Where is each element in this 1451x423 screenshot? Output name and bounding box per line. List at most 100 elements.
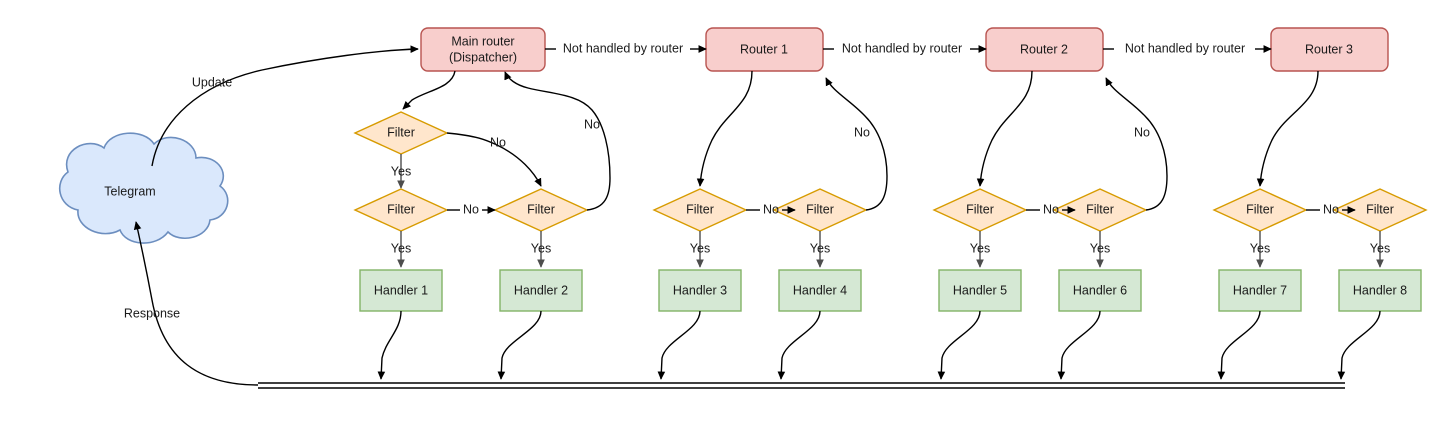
filter-top-1-label: Filter bbox=[387, 125, 415, 139]
edge-label-no-f: No bbox=[1043, 202, 1059, 216]
edge-filter6-yes-handler6: Yes bbox=[1090, 231, 1110, 268]
handler-4-label: Handler 4 bbox=[793, 283, 847, 297]
cloud-label: Telegram bbox=[104, 184, 155, 198]
edge-label-not-handled-3: Not handled by router bbox=[1125, 41, 1245, 55]
filter-2-label: Filter bbox=[527, 202, 555, 216]
router-1-label: Router 1 bbox=[740, 42, 788, 56]
filter-8-node[interactable]: Filter bbox=[1332, 188, 1428, 232]
cloud-shape bbox=[58, 132, 229, 244]
edge-label-no-e: No bbox=[854, 125, 870, 139]
handler-6-shape bbox=[1058, 269, 1142, 312]
handler-1-node[interactable]: Handler 1 bbox=[359, 269, 443, 312]
edge-filter1-no-filter2: No bbox=[447, 202, 496, 216]
edge-filtertop-yes: Yes bbox=[391, 154, 411, 189]
edge-label-no-b: No bbox=[463, 202, 479, 216]
edge-filter7-yes-handler7: Yes bbox=[1250, 231, 1270, 268]
handler-8-node[interactable]: Handler 8 bbox=[1338, 269, 1422, 312]
edge-label-not-handled-2: Not handled by router bbox=[842, 41, 962, 55]
edge-label-no-a: No bbox=[490, 135, 506, 149]
edge-router1-to-filter3 bbox=[696, 70, 753, 187]
edge-label-yes-7: Yes bbox=[1250, 241, 1270, 255]
edge-label-no-c: No bbox=[584, 117, 600, 131]
filter-2-node[interactable]: Filter bbox=[493, 188, 589, 232]
edge-handler4-to-bus bbox=[777, 310, 821, 380]
handler-3-node[interactable]: Handler 3 bbox=[658, 269, 742, 312]
edge-filter1-yes-handler1: Yes bbox=[391, 231, 411, 268]
edge-label-yes-4: Yes bbox=[810, 241, 830, 255]
filter-7-label: Filter bbox=[1246, 202, 1274, 216]
edge-label-yes-6: Yes bbox=[1090, 241, 1110, 255]
handler-6-label: Handler 6 bbox=[1073, 283, 1127, 297]
router-2-label: Router 2 bbox=[1020, 42, 1068, 56]
handler-8-shape bbox=[1338, 269, 1422, 312]
edge-filtertop-no: No bbox=[446, 132, 542, 187]
handler-7-label: Handler 7 bbox=[1233, 283, 1287, 297]
router-2-node[interactable]: Router 2 bbox=[985, 27, 1104, 72]
filter-8-label: Filter bbox=[1366, 202, 1394, 216]
main-router-label-line2: (Dispatcher) bbox=[449, 50, 517, 64]
edge-handler3-to-bus bbox=[657, 310, 701, 380]
router-1-node[interactable]: Router 1 bbox=[705, 27, 824, 72]
edge-handler1-to-bus bbox=[377, 310, 402, 380]
filter-4-label: Filter bbox=[806, 202, 834, 216]
filter-1-node[interactable]: Filter bbox=[353, 188, 449, 232]
filter-6-node[interactable]: Filter bbox=[1052, 188, 1148, 232]
edge-label-yes-1: Yes bbox=[391, 241, 411, 255]
edge-filter3-yes-handler3: Yes bbox=[690, 231, 710, 268]
handler-5-label: Handler 5 bbox=[953, 283, 1007, 297]
handler-1-label: Handler 1 bbox=[374, 283, 428, 297]
edge-label-response: Response bbox=[124, 306, 180, 320]
edge-label-yes-8: Yes bbox=[1370, 241, 1390, 255]
main-router-label-line1: Main router bbox=[451, 34, 514, 48]
filter-top-1-node[interactable]: Filter bbox=[353, 111, 449, 155]
edge-filter4-yes-handler4: Yes bbox=[810, 231, 830, 268]
filter-4-node[interactable]: Filter bbox=[772, 188, 868, 232]
edge-label-not-handled-1: Not handled by router bbox=[563, 41, 683, 55]
filter-7-node[interactable]: Filter bbox=[1212, 188, 1308, 232]
handler-5-shape bbox=[938, 269, 1022, 312]
edge-label-update: Update bbox=[192, 75, 232, 89]
filter-3-node[interactable]: Filter bbox=[652, 188, 748, 232]
edge-label-yes-top: Yes bbox=[391, 164, 411, 178]
router-3-node[interactable]: Router 3 bbox=[1270, 27, 1389, 72]
edge-label-no-g: No bbox=[1134, 125, 1150, 139]
handler-4-node[interactable]: Handler 4 bbox=[778, 269, 862, 312]
handler-1-shape bbox=[359, 269, 443, 312]
handler-2-node[interactable]: Handler 2 bbox=[499, 269, 583, 312]
edge-filter2-yes-handler2: Yes bbox=[531, 231, 551, 268]
edge-main-to-router1: Not handled by router bbox=[545, 41, 707, 55]
edge-response: Response bbox=[124, 221, 259, 386]
handler-5-node[interactable]: Handler 5 bbox=[938, 269, 1022, 312]
edge-router3-to-filter7 bbox=[1256, 70, 1319, 187]
filter-1-label: Filter bbox=[387, 202, 415, 216]
handler-7-node[interactable]: Handler 7 bbox=[1218, 269, 1302, 312]
handler-2-shape bbox=[499, 269, 583, 312]
response-bus bbox=[258, 382, 1345, 389]
edge-filter3-no-filter4: No bbox=[746, 202, 796, 216]
edge-label-yes-2: Yes bbox=[531, 241, 551, 255]
filter-5-node[interactable]: Filter bbox=[932, 188, 1028, 232]
edge-filter8-yes-handler8: Yes bbox=[1370, 231, 1390, 268]
edge-handler2-to-bus bbox=[497, 310, 542, 380]
filter-5-label: Filter bbox=[966, 202, 994, 216]
main-router-node[interactable]: Main router (Dispatcher) bbox=[420, 27, 546, 72]
edge-handler6-to-bus bbox=[1057, 310, 1101, 380]
edge-handler5-to-bus bbox=[937, 310, 981, 380]
handler-6-node[interactable]: Handler 6 bbox=[1058, 269, 1142, 312]
edge-router2-to-filter5 bbox=[976, 70, 1033, 187]
edge-router2-to-router3: Not handled by router bbox=[1103, 41, 1272, 55]
router-3-label: Router 3 bbox=[1305, 42, 1353, 56]
edge-filter5-no-filter6: No bbox=[1026, 202, 1076, 216]
filter-3-label: Filter bbox=[686, 202, 714, 216]
edge-label-no-h: No bbox=[1323, 202, 1339, 216]
handler-3-label: Handler 3 bbox=[673, 283, 727, 297]
edge-filter7-no-filter8: No bbox=[1306, 202, 1356, 216]
handler-3-shape bbox=[658, 269, 742, 312]
telegram-cloud-node[interactable]: Telegram bbox=[58, 132, 229, 244]
edge-label-yes-5: Yes bbox=[970, 241, 990, 255]
handler-2-label: Handler 2 bbox=[514, 283, 568, 297]
edge-update: Update bbox=[151, 45, 419, 167]
edge-filter6-no-router2: No bbox=[1105, 77, 1168, 211]
edge-filter4-no-router1: No bbox=[825, 77, 888, 211]
